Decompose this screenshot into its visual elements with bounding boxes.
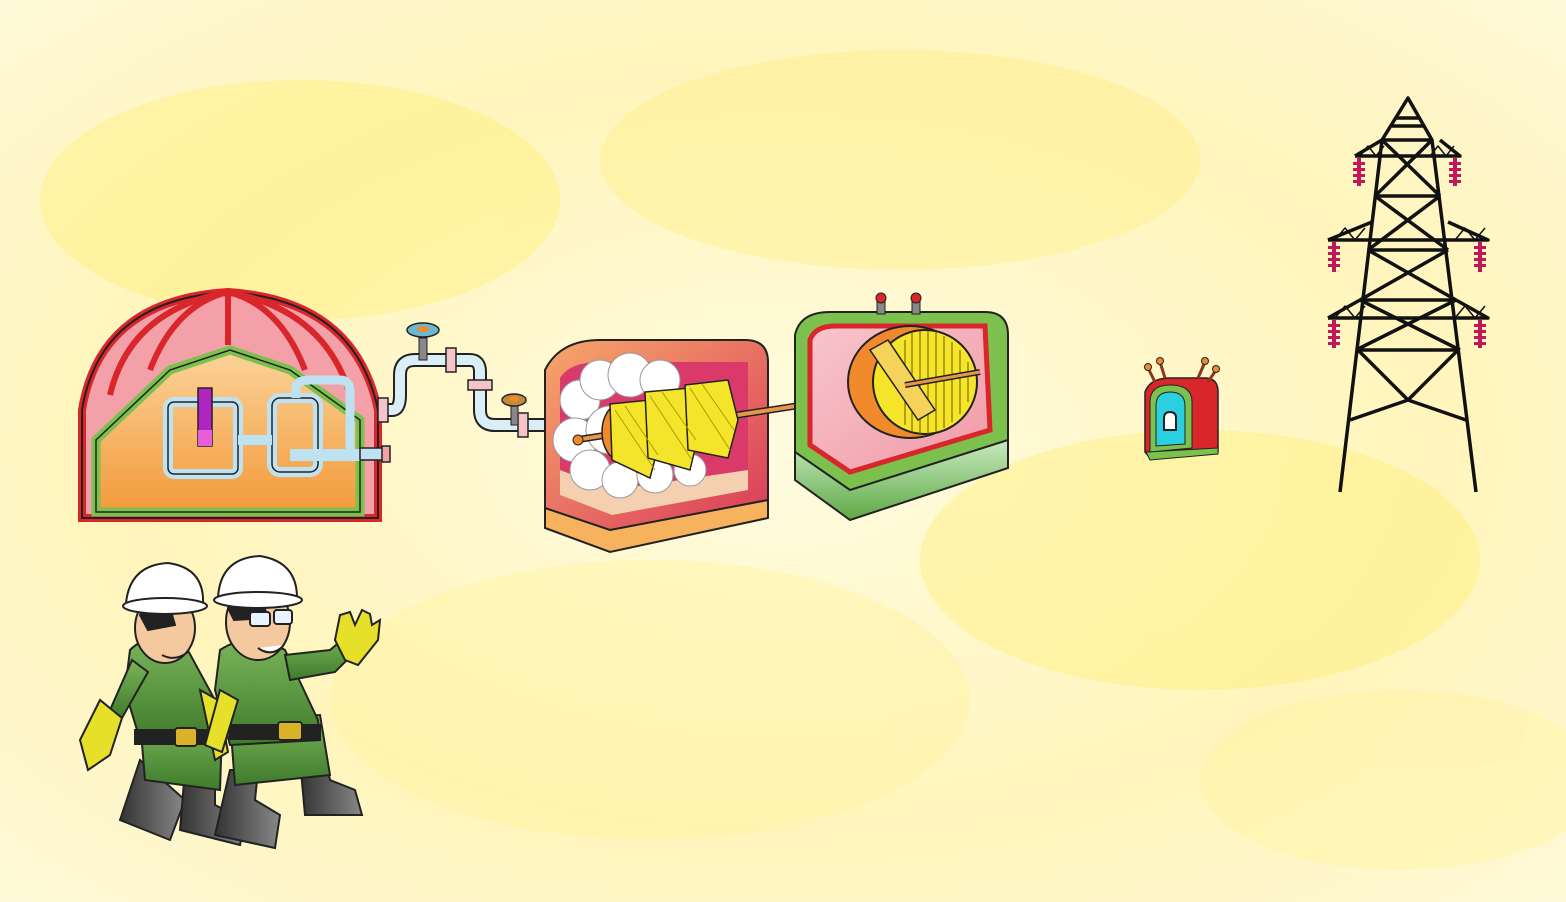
terminal-icon (911, 293, 921, 314)
terminal-icon (876, 293, 886, 314)
